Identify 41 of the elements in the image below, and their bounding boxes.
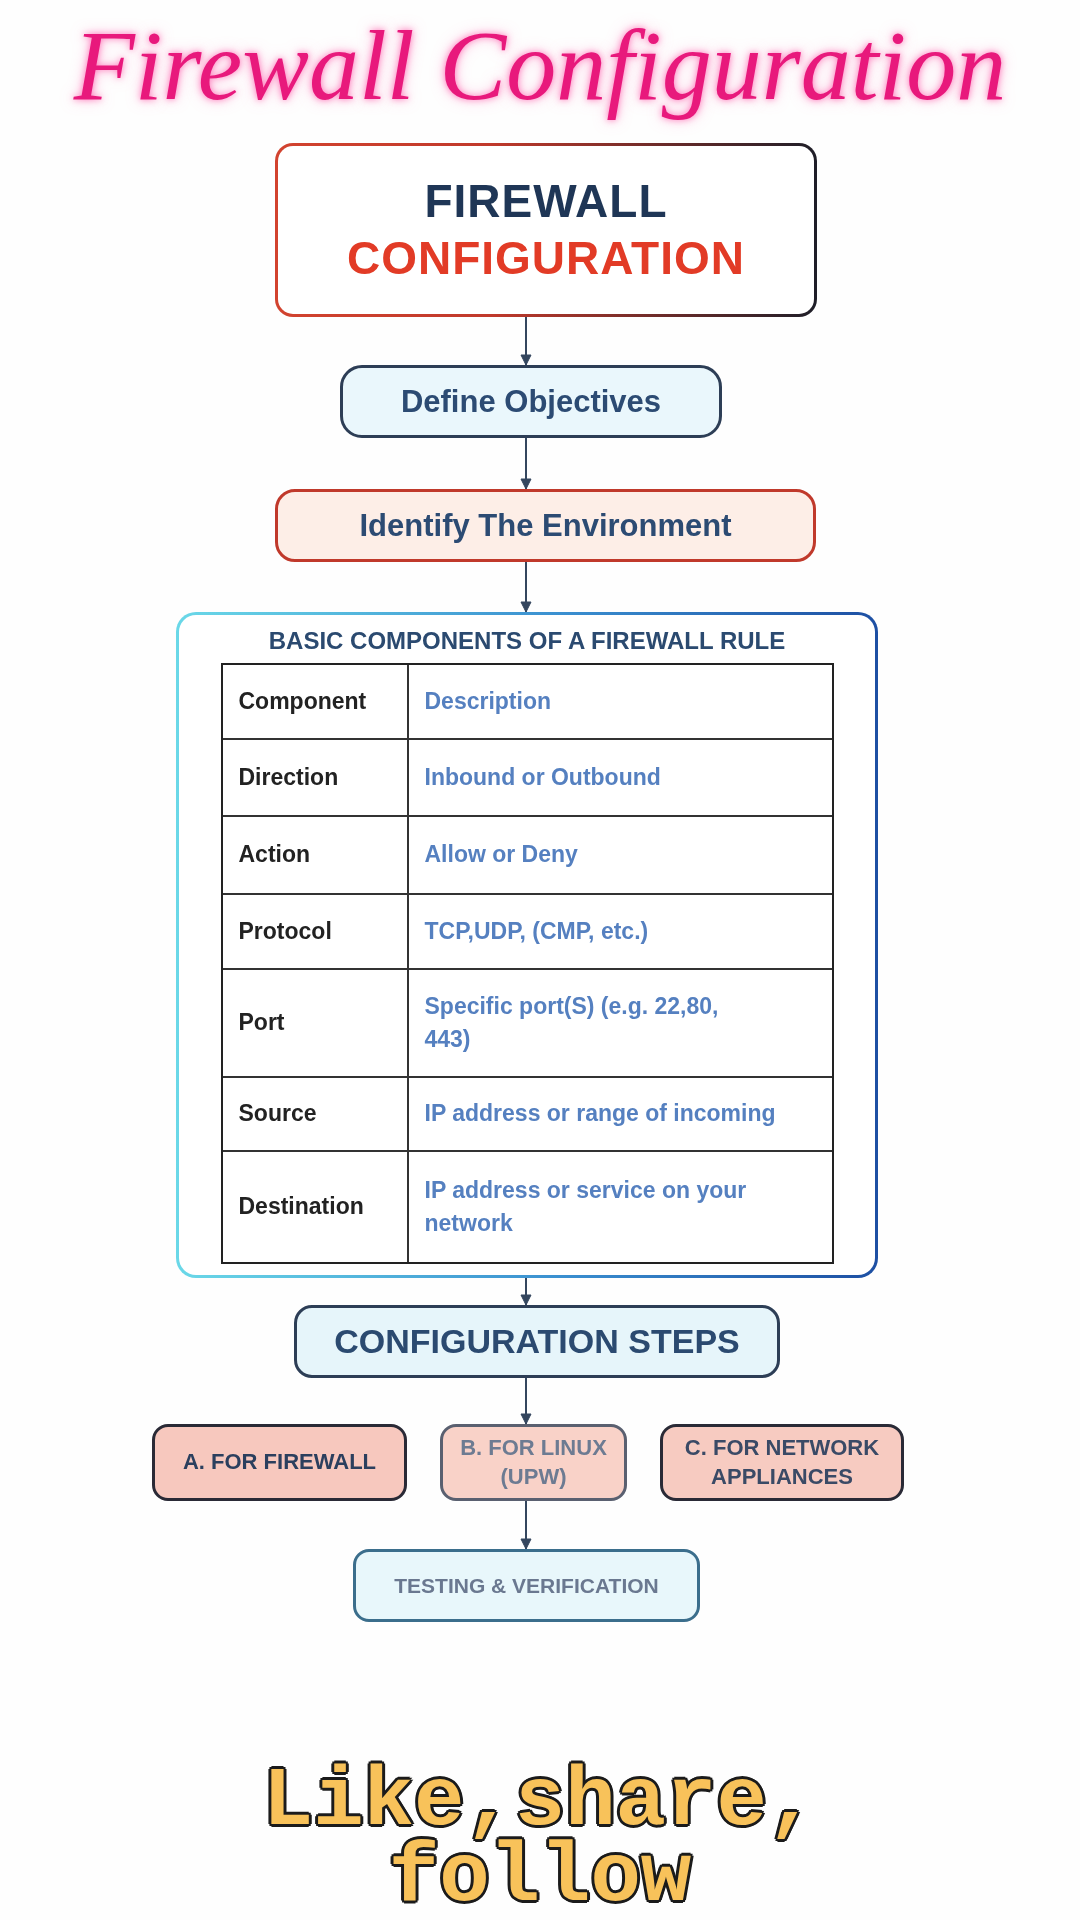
description-text: TCP,UDP, (CMP, etc.) bbox=[424, 916, 649, 946]
arrow bbox=[520, 561, 532, 613]
box-label: Define Objectives bbox=[400, 383, 662, 420]
component-name: Direction bbox=[238, 762, 339, 792]
column-header: Description bbox=[424, 686, 552, 716]
box-label: A. FOR FIREWALL bbox=[182, 1448, 377, 1477]
box-label: B. FOR LINUX (UPW) bbox=[459, 1433, 608, 1491]
component-name: Protocol bbox=[238, 916, 332, 946]
panel-heading: BASIC COMPONENTS OF A FIREWALL RULE bbox=[268, 627, 786, 655]
process-box bbox=[340, 365, 722, 438]
component-name: Destination bbox=[238, 1192, 364, 1222]
arrow bbox=[520, 1377, 532, 1425]
title-box bbox=[275, 143, 817, 317]
arrow bbox=[520, 1277, 532, 1306]
arrow bbox=[520, 1500, 532, 1550]
heading-text: CONFIGURATION bbox=[347, 231, 745, 286]
column-header: Component bbox=[238, 686, 367, 716]
component-name: Source bbox=[238, 1099, 317, 1129]
group-panel bbox=[176, 612, 878, 1278]
description-text: Specific port(S) (e.g. 22,80, 443) bbox=[424, 991, 720, 1054]
heading-text: FIREWALL bbox=[424, 173, 668, 229]
component-name: Action bbox=[238, 840, 311, 870]
description-text: Allow or Deny bbox=[424, 840, 578, 870]
box-label: CONFIGURATION STEPS bbox=[334, 1322, 740, 1361]
process-box bbox=[353, 1549, 700, 1622]
option-box bbox=[440, 1424, 627, 1501]
process-box bbox=[275, 489, 816, 562]
arrow bbox=[520, 437, 532, 490]
option-box bbox=[660, 1424, 904, 1501]
process-box bbox=[294, 1305, 780, 1378]
overlay-caption: Like,share, follow bbox=[261, 1764, 819, 1916]
description-text: IP address or service on your network bbox=[424, 1175, 748, 1238]
box-label: TESTING & VERIFICATION bbox=[394, 1573, 659, 1598]
description-text: IP address or range of incoming bbox=[424, 1099, 776, 1129]
option-box bbox=[152, 1424, 407, 1501]
component-name: Port bbox=[238, 1008, 285, 1038]
arrow bbox=[520, 316, 532, 366]
description-text: Inbound or Outbound bbox=[424, 762, 661, 792]
box-label: Identify The Environment bbox=[359, 507, 732, 544]
box-label: C. FOR NETWORK APPLIANCES bbox=[683, 1433, 881, 1491]
diagram-title: Firewall Configuration bbox=[73, 9, 1007, 123]
